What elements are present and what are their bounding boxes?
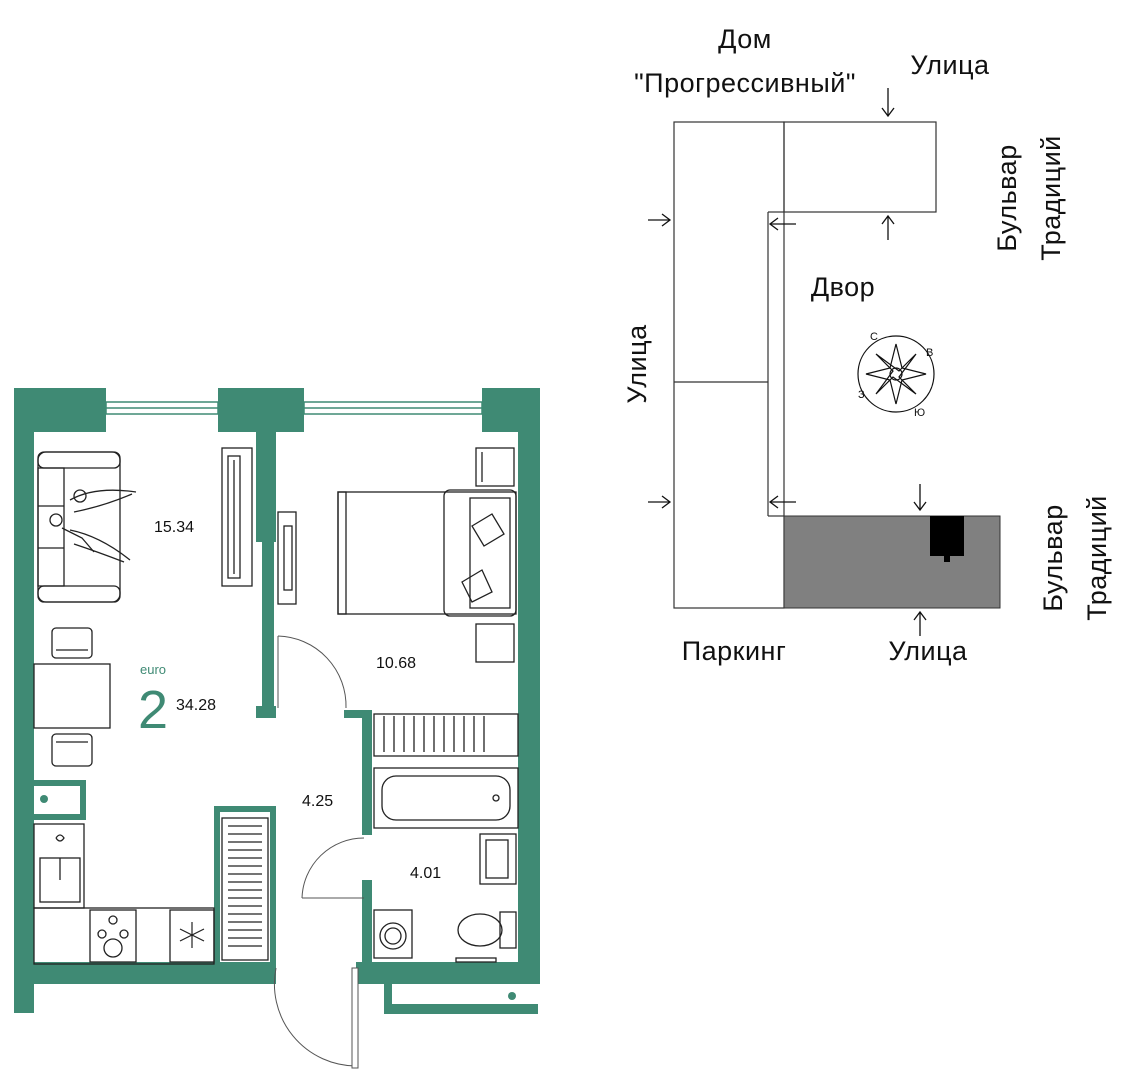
sink-icon [479, 833, 517, 885]
compass-north: С [870, 331, 878, 343]
total-area: 34.28 [176, 697, 216, 714]
furniture [33, 447, 519, 1000]
boulevard-bottom-line2: Традиций [1082, 495, 1112, 620]
arrow-icon [648, 213, 672, 227]
toilet-icon [457, 911, 517, 949]
fridge-snowflake-icon [179, 922, 205, 948]
street-bottom-label: Улица [888, 636, 968, 666]
exterior-walls [14, 388, 540, 1014]
closet-icon [221, 817, 269, 961]
kitchen-counter-icon [33, 823, 215, 965]
boulevard-top-line2: Традиций [1036, 135, 1066, 260]
compass-south: Ю [914, 407, 925, 419]
boulevard-top-line1: Бульвар [992, 144, 1022, 251]
arrow-icon [768, 217, 796, 231]
bathroom-area: 4.01 [410, 865, 441, 882]
bedroom-area: 10.68 [376, 655, 416, 672]
site-plan: С В Ю З Дом "Прогрессивный" Улица Двор П… [622, 24, 1112, 666]
dining-table-icon [33, 627, 111, 767]
hall-area: 4.25 [302, 793, 333, 810]
compass-east: В [926, 347, 933, 359]
windows [105, 401, 483, 415]
sofa-icon [37, 451, 137, 603]
arrow-icon [881, 88, 895, 118]
arrow-icon [913, 484, 927, 512]
building-name-line1: Дом [718, 24, 772, 54]
arrow-icon [768, 495, 796, 509]
yard-label: Двор [811, 272, 875, 302]
apartment-location-marker [930, 516, 964, 562]
arrow-icon [881, 214, 895, 240]
bathtub-icon [373, 767, 519, 829]
street-top-label: Улица [910, 50, 990, 80]
apartment-class-label: euro [140, 662, 166, 677]
compass-rose-icon [857, 335, 935, 413]
compass-letters: С В Ю З [858, 331, 933, 419]
parking-label: Паркинг [682, 636, 787, 666]
highlighted-section [783, 515, 1001, 609]
arrow-icon [913, 610, 927, 636]
tv-stand-icon [221, 447, 297, 605]
boulevard-bottom-line1: Бульвар [1038, 504, 1068, 611]
door-swings [273, 635, 365, 1069]
arrow-icon [648, 495, 672, 509]
apartment-plan: 15.34 10.68 4.25 4.01 euro 2 34.28 [14, 388, 540, 1069]
entrance-arrows [648, 88, 927, 636]
room-count: 2 [138, 680, 168, 740]
wardrobe-icon [373, 713, 519, 757]
building-name-line2: "Прогрессивный" [634, 68, 856, 98]
building-outline [673, 121, 937, 609]
balcony-dot [508, 992, 516, 1000]
compass-west: З [858, 389, 865, 401]
street-left-label: Улица [622, 324, 652, 404]
living-room-area: 15.34 [154, 519, 194, 536]
washing-machine-icon [373, 909, 413, 959]
bed-icon [337, 447, 517, 663]
shaft-dot [40, 795, 48, 803]
